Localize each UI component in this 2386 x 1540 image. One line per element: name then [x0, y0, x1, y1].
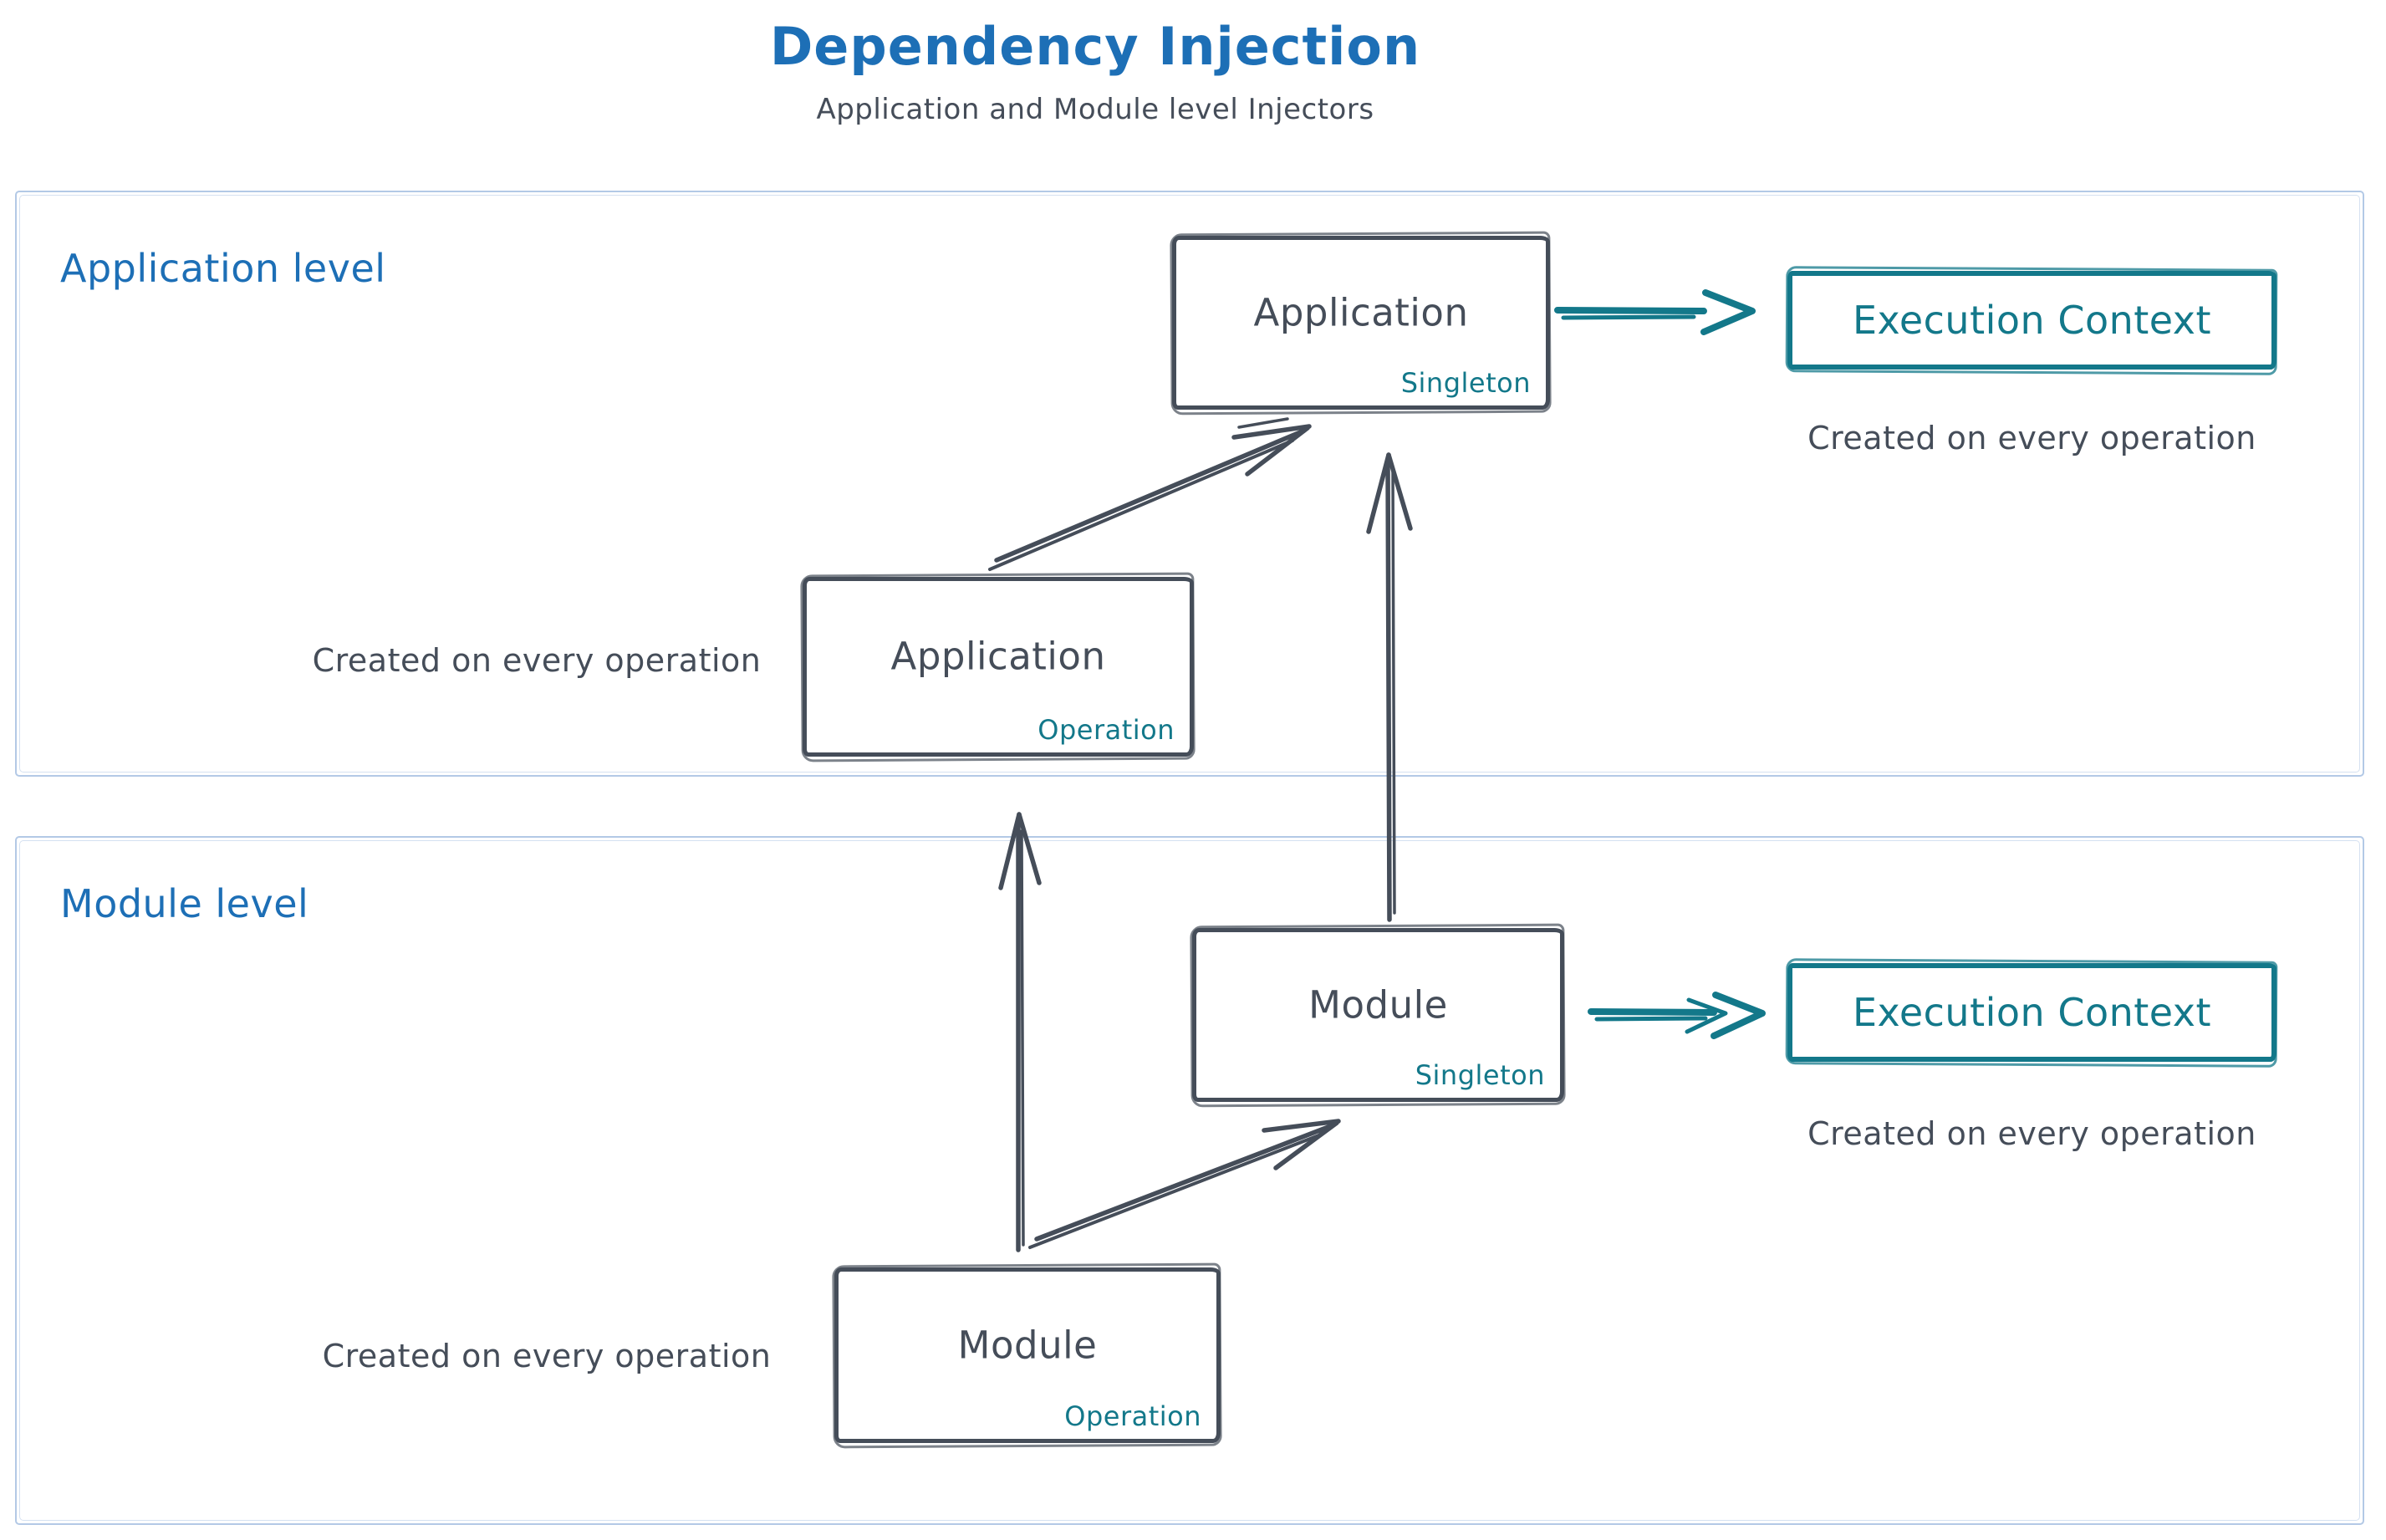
application-level-section: Application level Application Singleton …	[15, 191, 2364, 777]
application-execution-context-node: Execution Context	[1787, 271, 2276, 370]
module-singleton-title: Module	[1308, 982, 1448, 1028]
diagram-subtitle: Application and Module level Injectors	[816, 92, 1374, 126]
application-singleton-node: Application Singleton	[1172, 236, 1550, 410]
application-execution-context-label: Execution Context	[1852, 298, 2212, 343]
application-level-label: Application level	[60, 246, 386, 291]
module-level-label: Module level	[60, 881, 309, 926]
module-execution-context-node: Execution Context	[1787, 963, 2276, 1062]
module-operation-title: Module	[957, 1323, 1098, 1368]
module-operation-scope: Operation	[1064, 1400, 1201, 1432]
application-singleton-title: Application	[1253, 290, 1469, 335]
application-operation-title: Application	[890, 634, 1106, 679]
module-singleton-node: Module Singleton	[1192, 928, 1564, 1102]
title-block: Dependency Injection Application and Mod…	[510, 13, 1680, 126]
application-singleton-scope: Singleton	[1400, 367, 1531, 399]
application-execution-note: Created on every operation	[1807, 420, 2256, 456]
application-operation-node: Application Operation	[803, 577, 1194, 757]
module-execution-note: Created on every operation	[1807, 1115, 2256, 1152]
application-operation-scope: Operation	[1038, 714, 1175, 746]
module-singleton-scope: Singleton	[1415, 1059, 1545, 1091]
diagram-title: Dependency Injection	[769, 16, 1421, 77]
module-execution-context-label: Execution Context	[1852, 990, 2212, 1035]
application-operation-note: Created on every operation	[312, 642, 762, 679]
module-operation-node: Module Operation	[834, 1267, 1221, 1443]
module-operation-note: Created on every operation	[322, 1338, 772, 1374]
module-level-section: Module level Module Singleton Execution …	[15, 836, 2364, 1525]
